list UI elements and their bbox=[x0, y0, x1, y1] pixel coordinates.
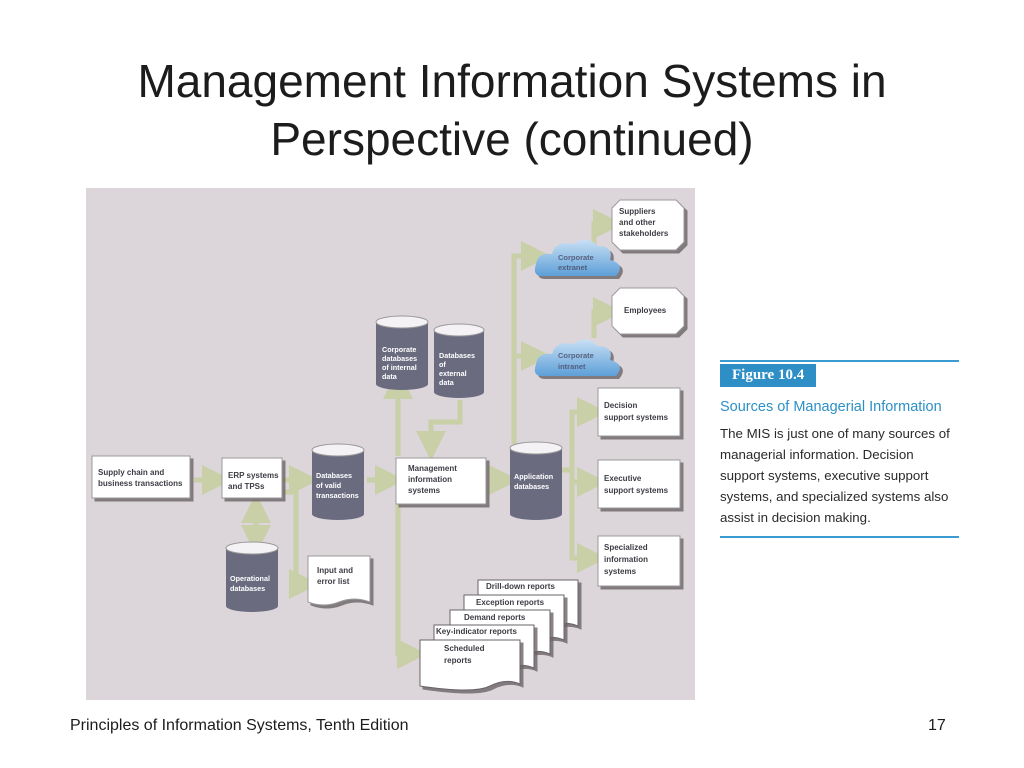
arrow-extranet-to-suppliers bbox=[591, 209, 623, 248]
exception-reports-label: Exception reports bbox=[476, 598, 545, 607]
arrow-mis-to-reports bbox=[395, 502, 427, 669]
caption-top-rule bbox=[720, 360, 959, 362]
external-db-label-3: external bbox=[439, 369, 467, 378]
slide-title: Management Information Systems in Perspe… bbox=[137, 55, 887, 165]
application-database: Application databases bbox=[509, 441, 563, 520]
dss-label-2: support systems bbox=[604, 413, 669, 422]
figure-caption: Figure 10.4 Sources of Managerial Inform… bbox=[720, 360, 959, 538]
caption-subtitle: Sources of Managerial Information bbox=[720, 399, 942, 415]
scheduled-reports-label-1: Scheduled bbox=[444, 644, 485, 653]
sources-of-managerial-information-diagram: Supply chain and business transactions E… bbox=[86, 188, 695, 700]
operational-db-label-1: Operational bbox=[230, 574, 270, 583]
suppliers-label-1: Suppliers bbox=[619, 207, 656, 216]
input-error-label-2: error list bbox=[317, 577, 350, 586]
corporate-internal-database: Corporate databases of internal data bbox=[375, 315, 429, 390]
ess-label-1: Executive bbox=[604, 474, 642, 483]
internal-db-label-4: data bbox=[382, 372, 398, 381]
input-error-list: Input and error list bbox=[307, 555, 371, 606]
drill-down-reports-label: Drill-down reports bbox=[486, 582, 555, 591]
valid-db-label-3: transactions bbox=[316, 491, 359, 500]
extranet-label-1: Corporate bbox=[558, 253, 594, 262]
supply-chain-label-1: Supply chain and bbox=[98, 468, 164, 477]
caption-bottom-rule bbox=[720, 536, 959, 538]
ess-label-2: support systems bbox=[604, 486, 669, 495]
diagram-canvas: Supply chain and business transactions E… bbox=[91, 199, 685, 691]
external-db-label-1: Databases bbox=[439, 351, 475, 360]
suppliers-label-2: and other bbox=[619, 218, 655, 227]
page-number: 17 bbox=[928, 717, 946, 734]
mis-label-2: information bbox=[408, 475, 452, 484]
internal-db-label-1: Corporate bbox=[382, 345, 416, 354]
specialized-systems-box: Specialized information systems bbox=[597, 535, 681, 587]
external-db-label-4: data bbox=[439, 378, 455, 387]
reports-stack: Drill-down reports Exception reports Dem… bbox=[419, 579, 579, 691]
specialized-label-3: systems bbox=[604, 567, 637, 576]
executive-support-box: Executive support systems bbox=[597, 459, 681, 509]
specialized-label-1: Specialized bbox=[604, 543, 648, 552]
application-db-label-1: Application bbox=[514, 472, 553, 481]
input-error-label-1: Input and bbox=[317, 566, 353, 575]
operational-databases: Operational databases bbox=[225, 541, 279, 612]
decision-support-box: Decision support systems bbox=[597, 387, 681, 437]
external-database: Databases of external data bbox=[433, 323, 485, 398]
arrow-app-to-specialized bbox=[569, 478, 607, 573]
dss-label-1: Decision bbox=[604, 401, 637, 410]
corporate-extranet-cloud: Corporate extranet bbox=[534, 239, 620, 276]
valid-db-label-2: of valid bbox=[316, 481, 341, 490]
caption-body: The MIS is just one of many sources of m… bbox=[720, 426, 950, 525]
arrow-to-input-error bbox=[282, 489, 319, 599]
intranet-label-2: intranet bbox=[558, 362, 586, 371]
supply-chain-label-2: business transactions bbox=[98, 479, 183, 488]
suppliers-label-3: stakeholders bbox=[619, 229, 669, 238]
corporate-intranet-cloud: Corporate intranet bbox=[534, 339, 620, 376]
suppliers-box: Suppliers and other stakeholders bbox=[611, 199, 685, 251]
connector-arrows bbox=[194, 209, 623, 669]
valid-db-label-1: Databases bbox=[316, 471, 352, 480]
specialized-label-2: information bbox=[604, 555, 648, 564]
erp-label-1: ERP systems bbox=[228, 471, 279, 480]
employees-label: Employees bbox=[624, 306, 667, 315]
arrow-external-to-mis bbox=[416, 400, 463, 461]
supply-chain-box: Supply chain and business transactions bbox=[91, 455, 191, 499]
footer-book-title: Principles of Information Systems, Tenth… bbox=[70, 717, 409, 734]
figure-label: Figure 10.4 bbox=[720, 364, 817, 387]
mis-box: Management information systems bbox=[395, 457, 487, 505]
scheduled-reports-label-2: reports bbox=[444, 656, 472, 665]
erp-box: ERP systems and TPSs bbox=[221, 457, 283, 499]
valid-transactions-database: Databases of valid transactions bbox=[311, 443, 365, 520]
extranet-label-2: extranet bbox=[558, 263, 588, 272]
erp-label-2: and TPSs bbox=[228, 482, 265, 491]
internal-db-label-3: of internal bbox=[382, 363, 417, 372]
arrow-app-to-ess bbox=[569, 467, 607, 497]
application-db-label-2: databases bbox=[514, 482, 549, 491]
arrow-app-to-extranet bbox=[511, 241, 551, 444]
employees-box: Employees bbox=[611, 287, 685, 335]
internal-db-label-2: databases bbox=[382, 354, 417, 363]
arrow-intranet-to-employees bbox=[591, 297, 623, 338]
mis-label-3: systems bbox=[408, 486, 441, 495]
external-db-label-2: of bbox=[439, 360, 446, 369]
mis-label-1: Management bbox=[408, 464, 457, 473]
intranet-label-1: Corporate bbox=[558, 351, 594, 360]
key-indicator-reports-label: Key-indicator reports bbox=[436, 627, 517, 636]
demand-reports-label: Demand reports bbox=[464, 613, 526, 622]
operational-db-label-2: databases bbox=[230, 584, 265, 593]
